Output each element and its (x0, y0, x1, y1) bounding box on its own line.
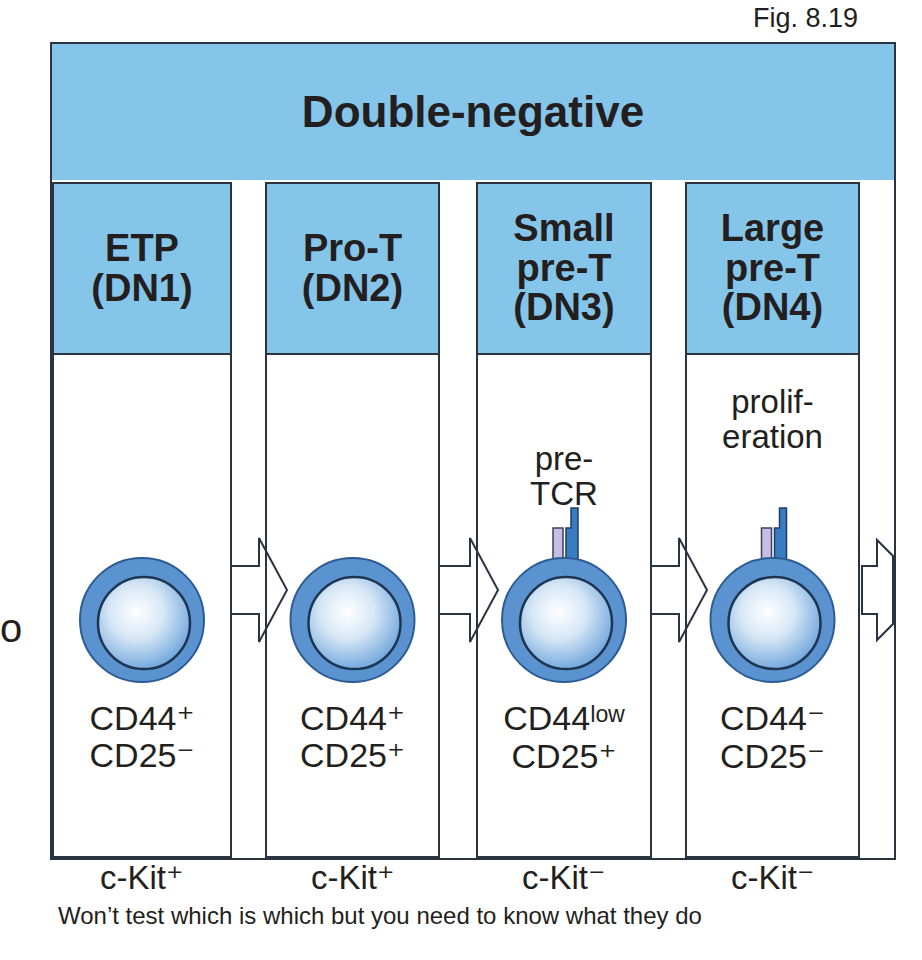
stage-column: Large pre-T (DN4) prolif- erationCD44⁻CD2… (685, 182, 860, 858)
stage-note: prolif- eration (722, 385, 823, 454)
caption-note: Won’t test which is which but you need t… (58, 903, 718, 930)
surface-marker: CD25⁺ (478, 738, 650, 775)
label-holder: c-Kit⁺ (100, 860, 183, 896)
surface-marker: CD44⁺ (267, 700, 438, 737)
stage-note: pre-TCR (530, 442, 598, 511)
cell-body (80, 558, 204, 682)
exit-arrow-head (862, 540, 893, 640)
band-heading: Double-negative (52, 44, 894, 180)
surface-marker: CD44⁻ (687, 700, 858, 737)
cell-body (291, 558, 415, 682)
stage-column: Pro-T (DN2) CD44⁺CD25⁺ (265, 182, 440, 858)
surface-marker: CD44⁺ (54, 700, 230, 737)
label-holder: c-Kit⁻ (522, 860, 605, 896)
cell-nucleus (520, 577, 612, 669)
stage-heading: Large pre-T (DN4) (687, 184, 858, 355)
label-holder: c-Kit⁻ (731, 860, 814, 896)
ckit-marker: c-Kit⁻ (731, 860, 814, 896)
stage-column: Small pre-T (DN3) pre-TCR CD44ˡᵒʷCD25⁺ (476, 182, 652, 858)
surface-marker: CD25⁺ (267, 737, 438, 774)
double-negative-box: Double-negativeETP (DN1)CD44⁺CD25⁻Pro-T … (50, 42, 896, 860)
block-arrow (651, 538, 707, 642)
surface-marker: CD44ˡᵒʷ (478, 700, 650, 737)
block-arrow (231, 538, 287, 642)
ckit-marker: c-Kit⁺ (311, 860, 394, 896)
stage-heading: ETP (DN1) (54, 184, 230, 355)
cell-body (711, 558, 835, 682)
stage-column: ETP (DN1) CD44⁺CD25⁻ (52, 182, 232, 858)
surface-marker: CD25⁻ (687, 738, 858, 775)
ckit-marker: c-Kit⁻ (522, 860, 605, 896)
cell-nucleus (309, 577, 401, 669)
stage-heading: Small pre-T (DN3) (478, 184, 650, 355)
ckit-marker: c-Kit⁺ (100, 860, 183, 896)
block-arrow (439, 538, 498, 642)
cell-body (502, 558, 626, 682)
cell-nucleus (729, 577, 821, 669)
label-holder: c-Kit⁺ (311, 860, 394, 896)
label-holder: Fig. 8.19 (753, 4, 858, 34)
figure-number: Fig. 8.19 (753, 4, 858, 34)
surface-marker: CD25⁻ (54, 737, 230, 774)
label-holder: o (0, 606, 22, 650)
stage-heading: Pro-T (DN2) (267, 184, 438, 355)
cell-nucleus (98, 577, 190, 669)
cropped-letter: o (0, 606, 22, 650)
caption-holder: Won’t test which is which but you need t… (58, 903, 718, 930)
